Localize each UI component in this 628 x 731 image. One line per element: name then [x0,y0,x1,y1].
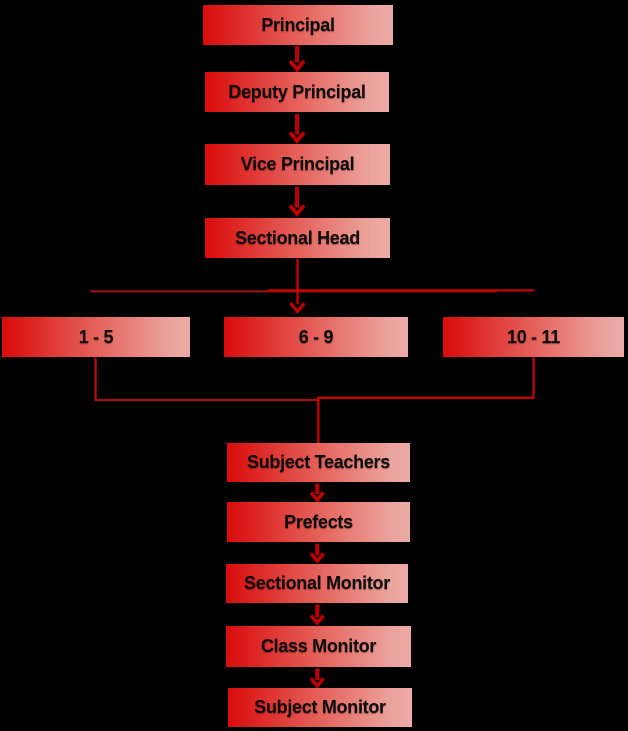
arrow-sectional-head-to-grades [289,259,306,315]
arrow-vice-to-sectional-head [288,187,306,217]
node-sectional-monitor: Sectional Monitor [226,564,408,603]
node-deputy-principal: Deputy Principal [205,72,389,112]
node-grades-1-5: 1 - 5 [2,317,190,357]
arrow-prefects-to-sectional-monitor [309,543,325,564]
node-grades-10-11: 10 - 11 [443,317,624,357]
node-subject-monitor: Subject Monitor [228,688,412,727]
node-prefects: Prefects [227,502,410,542]
node-vice-principal: Vice Principal [205,144,390,185]
node-subject-teachers: Subject Teachers [227,443,410,482]
node-class-monitor: Class Monitor [226,626,411,667]
arrow-class-monitor-to-subject-monitor [309,668,325,689]
node-sectional-head: Sectional Head [205,218,390,258]
arrow-subject-teachers-to-prefects [309,483,325,503]
arrow-principal-to-deputy [288,46,306,73]
node-principal: Principal [203,5,393,45]
arrow-deputy-to-vice [288,114,306,144]
arrow-sectional-monitor-to-class-monitor [309,604,325,626]
node-grades-6-9: 6 - 9 [224,317,408,357]
